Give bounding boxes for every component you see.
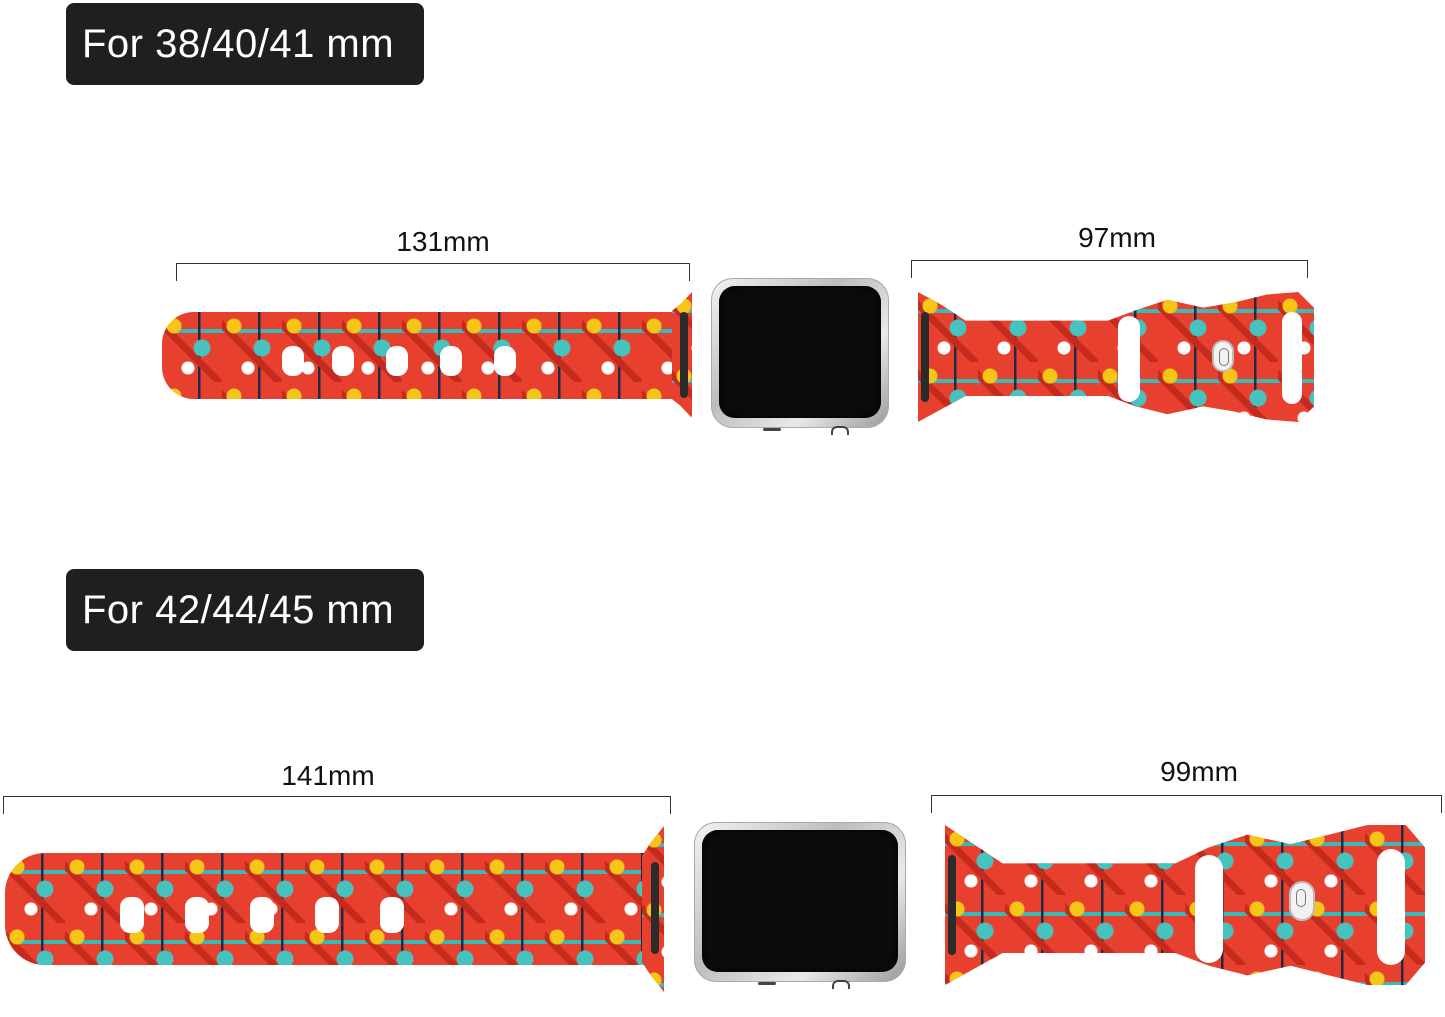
strap-hole bbox=[440, 346, 462, 376]
short-strap-length-label: 99mm bbox=[1160, 756, 1238, 787]
long-strap-connector bbox=[642, 826, 664, 992]
buckle-icon bbox=[1212, 340, 1234, 372]
size-badge-large: For 42/44/45 mm bbox=[66, 569, 424, 651]
watch-screen bbox=[719, 286, 881, 418]
strap-end-hole bbox=[1282, 312, 1302, 404]
quick-release-pins bbox=[921, 312, 929, 402]
digital-crown-icon bbox=[831, 426, 849, 435]
quick-release-pins bbox=[651, 862, 659, 954]
quick-release-pins bbox=[948, 855, 956, 955]
strap-hole bbox=[250, 897, 274, 933]
digital-crown-icon bbox=[832, 980, 850, 989]
size-badge-label: For 38/40/41 mm bbox=[82, 22, 395, 66]
strap-loop-hole bbox=[1195, 855, 1223, 963]
strap-hole bbox=[386, 346, 408, 376]
strap-hole bbox=[120, 897, 144, 933]
strap-hole bbox=[185, 897, 209, 933]
strap-hole bbox=[332, 346, 354, 376]
short-strap-small bbox=[918, 292, 1314, 422]
long-strap-length-label: 141mm bbox=[281, 760, 375, 791]
long-strap-small bbox=[162, 312, 682, 399]
strap-hole bbox=[315, 897, 339, 933]
long-strap-large bbox=[5, 853, 653, 965]
long-strap-connector bbox=[672, 292, 692, 418]
short-strap-dimension-line bbox=[931, 795, 1442, 813]
watch-case-small bbox=[711, 278, 889, 435]
strap-hole bbox=[282, 346, 304, 376]
size-badge-label: For 42/44/45 mm bbox=[82, 588, 395, 632]
quick-release-pins bbox=[680, 312, 688, 398]
strap-hole bbox=[380, 897, 404, 933]
side-button-icon bbox=[758, 982, 776, 985]
side-button-icon bbox=[763, 428, 781, 431]
short-strap-dimension-line bbox=[911, 260, 1308, 278]
watch-screen bbox=[702, 830, 898, 972]
buckle-icon bbox=[1289, 881, 1315, 921]
short-strap-large bbox=[945, 825, 1425, 985]
size-badge-small: For 38/40/41 mm bbox=[66, 3, 424, 85]
short-strap-length-label: 97mm bbox=[1078, 222, 1156, 253]
strap-hole bbox=[494, 346, 516, 376]
watch-case-large bbox=[694, 822, 906, 989]
strap-end-hole bbox=[1377, 849, 1405, 965]
strap-loop-hole bbox=[1118, 316, 1140, 402]
long-strap-dimension-line bbox=[176, 263, 690, 281]
long-strap-dimension-line bbox=[3, 796, 671, 814]
long-strap-length-label: 131mm bbox=[396, 226, 490, 257]
